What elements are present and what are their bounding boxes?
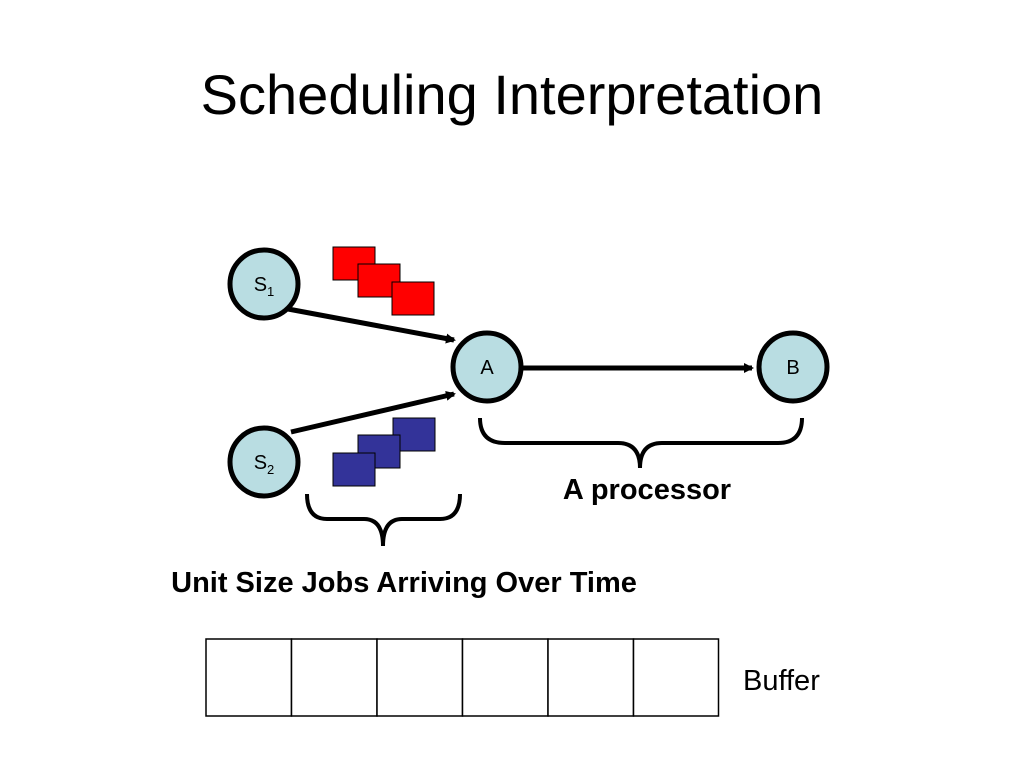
slide-title: Scheduling Interpretation <box>200 63 824 126</box>
edge-s2-to-a <box>290 390 456 435</box>
buffer-label: Buffer <box>743 665 820 697</box>
node-a: A <box>450 330 524 404</box>
s1-jobs <box>332 246 435 316</box>
node-s2-subscript: 2 <box>267 462 274 477</box>
jobs-label: Unit Size Jobs Arriving Over Time <box>171 567 637 599</box>
s2-job-2 <box>357 434 401 469</box>
node-s2: S2 <box>227 425 301 499</box>
buffer-slot-6 <box>632 638 720 717</box>
node-a-label: A <box>480 357 494 379</box>
node-s1-letter: S <box>254 274 267 296</box>
processor-brace <box>478 417 804 469</box>
svg-text:S1: S1 <box>254 274 275 299</box>
node-s2-letter: S <box>254 452 267 474</box>
buffer-slot-3 <box>376 638 464 717</box>
buffer-slot-1 <box>205 638 293 717</box>
s1-job-3 <box>391 281 435 316</box>
node-s1-subscript: 1 <box>267 284 274 299</box>
svg-text:S2: S2 <box>254 452 275 477</box>
s2-jobs <box>332 417 436 487</box>
s2-job-3 <box>332 452 376 487</box>
node-b-label: B <box>786 357 799 379</box>
buffer <box>205 638 720 717</box>
buffer-slot-4 <box>461 638 549 717</box>
buffer-slot-2 <box>290 638 378 717</box>
edge-s1-to-a <box>287 306 456 344</box>
node-b: B <box>756 330 830 404</box>
jobs-brace <box>305 493 462 547</box>
node-s1: S1 <box>227 247 301 321</box>
buffer-slot-5 <box>547 638 635 717</box>
processor-label: A processor <box>563 474 731 506</box>
